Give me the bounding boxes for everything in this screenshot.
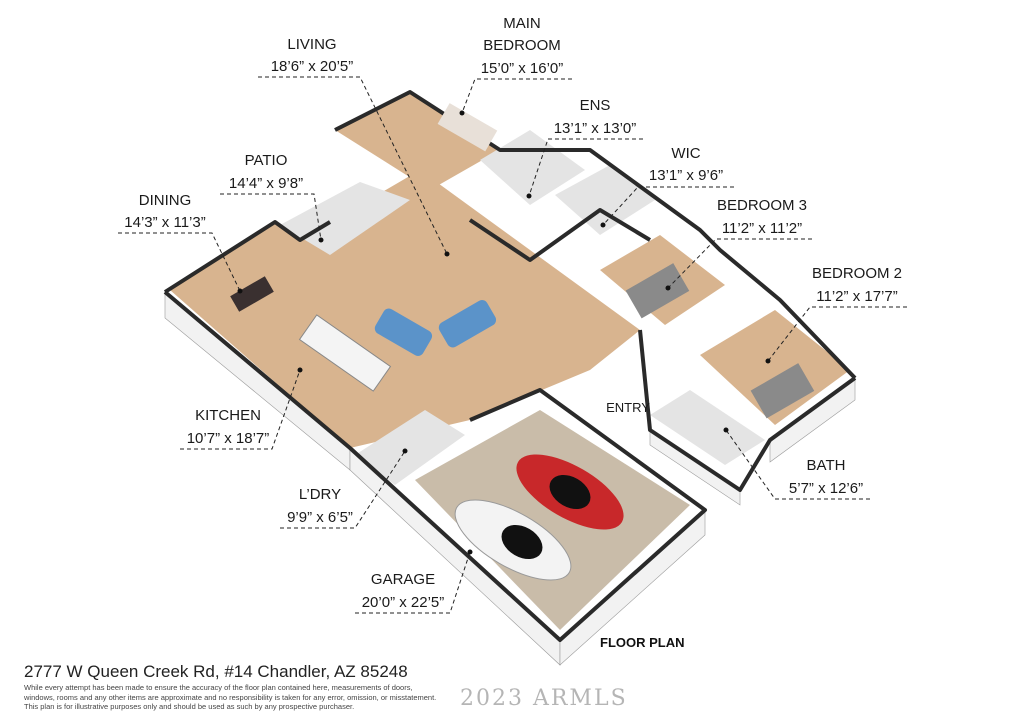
wall-outline	[163, 220, 332, 294]
svg-text:10’7” x 18’7”: 10’7” x 18’7”	[187, 430, 270, 447]
bedroom2-floor	[700, 310, 850, 425]
svg-text:9’9” x 6’5”: 9’9” x 6’5”	[287, 509, 353, 526]
svg-text:DINING: DINING	[139, 192, 192, 209]
living-dining-floor	[170, 170, 640, 448]
label-patio: PATIO 14’4” x 9’8”	[220, 152, 324, 243]
svg-text:ENS: ENS	[580, 97, 611, 114]
white-car-roof	[501, 524, 543, 560]
disclaimer-text: While every attempt has been made to ens…	[24, 683, 437, 711]
wic-floor	[555, 165, 655, 235]
svg-text:20’0” x 22’5”: 20’0” x 22’5”	[362, 594, 445, 611]
bath-floor	[650, 390, 765, 465]
label-bedroom3: BEDROOM 3 11’2” x 11’2”	[665, 197, 812, 291]
svg-text:PATIO: PATIO	[245, 152, 288, 169]
wall-outline	[334, 90, 857, 380]
svg-text:BEDROOM 2: BEDROOM 2	[812, 265, 902, 282]
label-entry: ENTRY	[606, 400, 650, 415]
sofa	[374, 308, 433, 356]
svg-text:13’1” x 13’0”: 13’1” x 13’0”	[554, 120, 637, 137]
bed	[750, 363, 815, 419]
wall-outline	[638, 329, 857, 492]
sofa	[438, 300, 497, 348]
red-car-roof	[549, 474, 591, 510]
svg-text:L’DRY: L’DRY	[299, 486, 341, 503]
main-bedroom-floor	[335, 92, 500, 190]
wall-outline	[163, 290, 707, 642]
svg-text:18’6” x 20’5”: 18’6” x 20’5”	[271, 58, 354, 75]
svg-text:11’2” x 11’2”: 11’2” x 11’2”	[722, 220, 802, 237]
label-ens: ENS 13’1” x 13’0”	[526, 97, 643, 199]
bed	[625, 263, 690, 319]
label-wic: WIC 13’1” x 9’6”	[600, 145, 734, 228]
svg-text:MAIN: MAIN	[503, 15, 541, 32]
laundry-floor	[355, 410, 465, 485]
floor-plan-title: FLOOR PLAN	[600, 635, 685, 650]
svg-text:BEDROOM 3: BEDROOM 3	[717, 197, 807, 214]
svg-text:14’4” x 9’8”: 14’4” x 9’8”	[229, 175, 303, 192]
label-bath: BATH 5’7” x 12’6”	[723, 427, 870, 500]
watermark: 2023 ARMLS	[460, 686, 628, 711]
svg-text:KITCHEN: KITCHEN	[195, 407, 261, 424]
garage-floor	[415, 410, 690, 630]
label-bedroom2: BEDROOM 2 11’2” x 17’7”	[765, 265, 907, 364]
label-kitchen: KITCHEN 10’7” x 18’7”	[180, 367, 303, 450]
svg-text:BATH: BATH	[807, 457, 846, 474]
label-main-bedroom: MAIN BEDROOM 15’0” x 16’0”	[459, 15, 572, 116]
svg-text:BEDROOM: BEDROOM	[483, 37, 561, 54]
svg-text:15’0” x 16’0”: 15’0” x 16’0”	[481, 60, 564, 77]
svg-text:LIVING: LIVING	[287, 36, 336, 53]
svg-text:5’7” x 12’6”: 5’7” x 12’6”	[789, 480, 863, 497]
patio-floor	[280, 182, 410, 255]
wall-outline	[468, 208, 652, 262]
label-dining: DINING 14’3” x 11’3”	[118, 192, 243, 294]
property-address: 2777 W Queen Creek Rd, #14 Chandler, AZ …	[24, 662, 408, 681]
label-laundry: L’DRY 9’9” x 6’5”	[280, 448, 408, 529]
svg-text:14’3” x 11’3”: 14’3” x 11’3”	[124, 214, 205, 231]
label-garage: GARAGE 20’0” x 22’5”	[355, 549, 473, 614]
svg-text:GARAGE: GARAGE	[371, 571, 435, 588]
svg-text:WIC: WIC	[671, 145, 700, 162]
svg-text:13’1” x 9’6”: 13’1” x 9’6”	[649, 167, 723, 184]
label-living: LIVING 18’6” x 20’5”	[258, 36, 450, 257]
kitchen-island	[298, 314, 392, 392]
dining-table	[230, 276, 274, 312]
svg-text:11’2” x 17’7”: 11’2” x 17’7”	[816, 288, 897, 305]
bed	[437, 103, 498, 152]
